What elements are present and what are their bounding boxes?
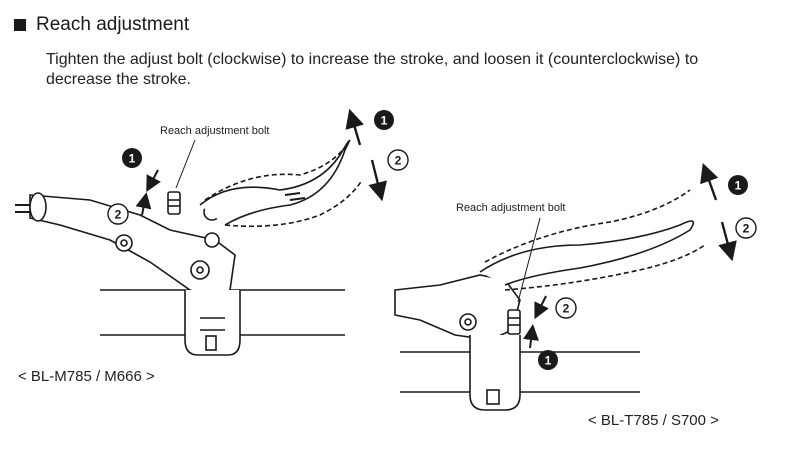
right-callout-label: Reach adjustment bolt — [456, 202, 566, 214]
right-lever-step-2-marker: 2 — [735, 217, 757, 239]
section-description: Tighten the adjust bolt (clockwise) to i… — [46, 51, 699, 88]
right-lever-figure — [394, 162, 737, 411]
right-lever-step-1-marker: 1 — [728, 175, 748, 195]
svg-text:2: 2 — [743, 222, 750, 236]
left-lever-step-1-marker: 1 — [374, 110, 394, 130]
svg-text:2: 2 — [563, 302, 570, 316]
svg-text:1: 1 — [129, 152, 136, 166]
svg-text:2: 2 — [115, 208, 122, 222]
svg-text:1: 1 — [381, 114, 388, 128]
svg-text:2: 2 — [395, 154, 402, 168]
svg-text:1: 1 — [735, 179, 742, 193]
left-lever-step-2-marker: 2 — [387, 149, 409, 171]
left-figure-caption: < BL-M785 / M666 > — [18, 368, 155, 385]
svg-text:1: 1 — [545, 354, 552, 368]
left-callout-label: Reach adjustment bolt — [160, 125, 270, 137]
section-heading: Reach adjustment — [14, 14, 189, 36]
left-lever-figure — [15, 108, 387, 356]
left-step-2-marker: 2 — [107, 203, 129, 225]
bullet-square-icon — [14, 19, 26, 31]
right-step-2-marker: 2 — [555, 297, 577, 319]
section-title: Reach adjustment — [36, 14, 190, 35]
right-figure-caption: < BL-T785 / S700 > — [588, 412, 719, 429]
left-step-1-marker: 1 — [122, 148, 142, 168]
right-step-1-marker: 1 — [538, 350, 558, 370]
